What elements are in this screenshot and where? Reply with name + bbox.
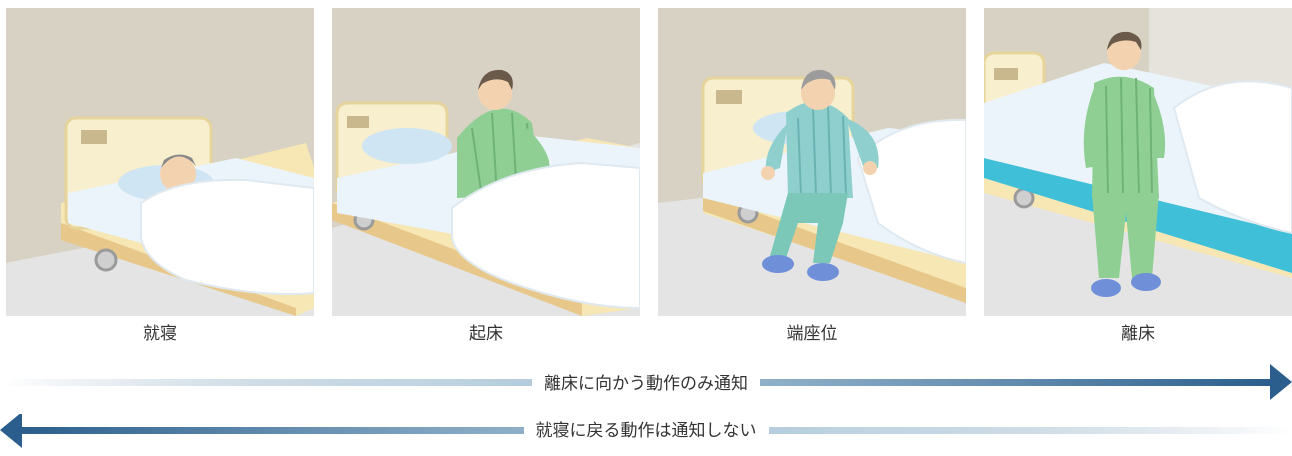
scene-sleeping [6, 8, 314, 316]
caption-leaving-bed: 離床 [1121, 324, 1155, 344]
caption-sleeping: 就寝 [143, 324, 177, 344]
scene-sitting-up [332, 8, 640, 316]
backward-arrow-label: 就寝に戻る動作は通知しない [523, 421, 769, 441]
scene-edge-sitting [658, 8, 966, 316]
scene-leaving-bed [984, 8, 1292, 316]
forward-arrow-label: 離床に向かう動作のみ通知 [532, 374, 760, 394]
caption-sitting-up: 起床 [469, 324, 503, 344]
no-notify-backward-arrow: 就寝に戻る動作は通知しない [0, 414, 1292, 454]
notify-forward-arrow: 離床に向かう動作のみ通知 [0, 364, 1292, 404]
caption-edge-sitting: 端座位 [786, 324, 838, 344]
